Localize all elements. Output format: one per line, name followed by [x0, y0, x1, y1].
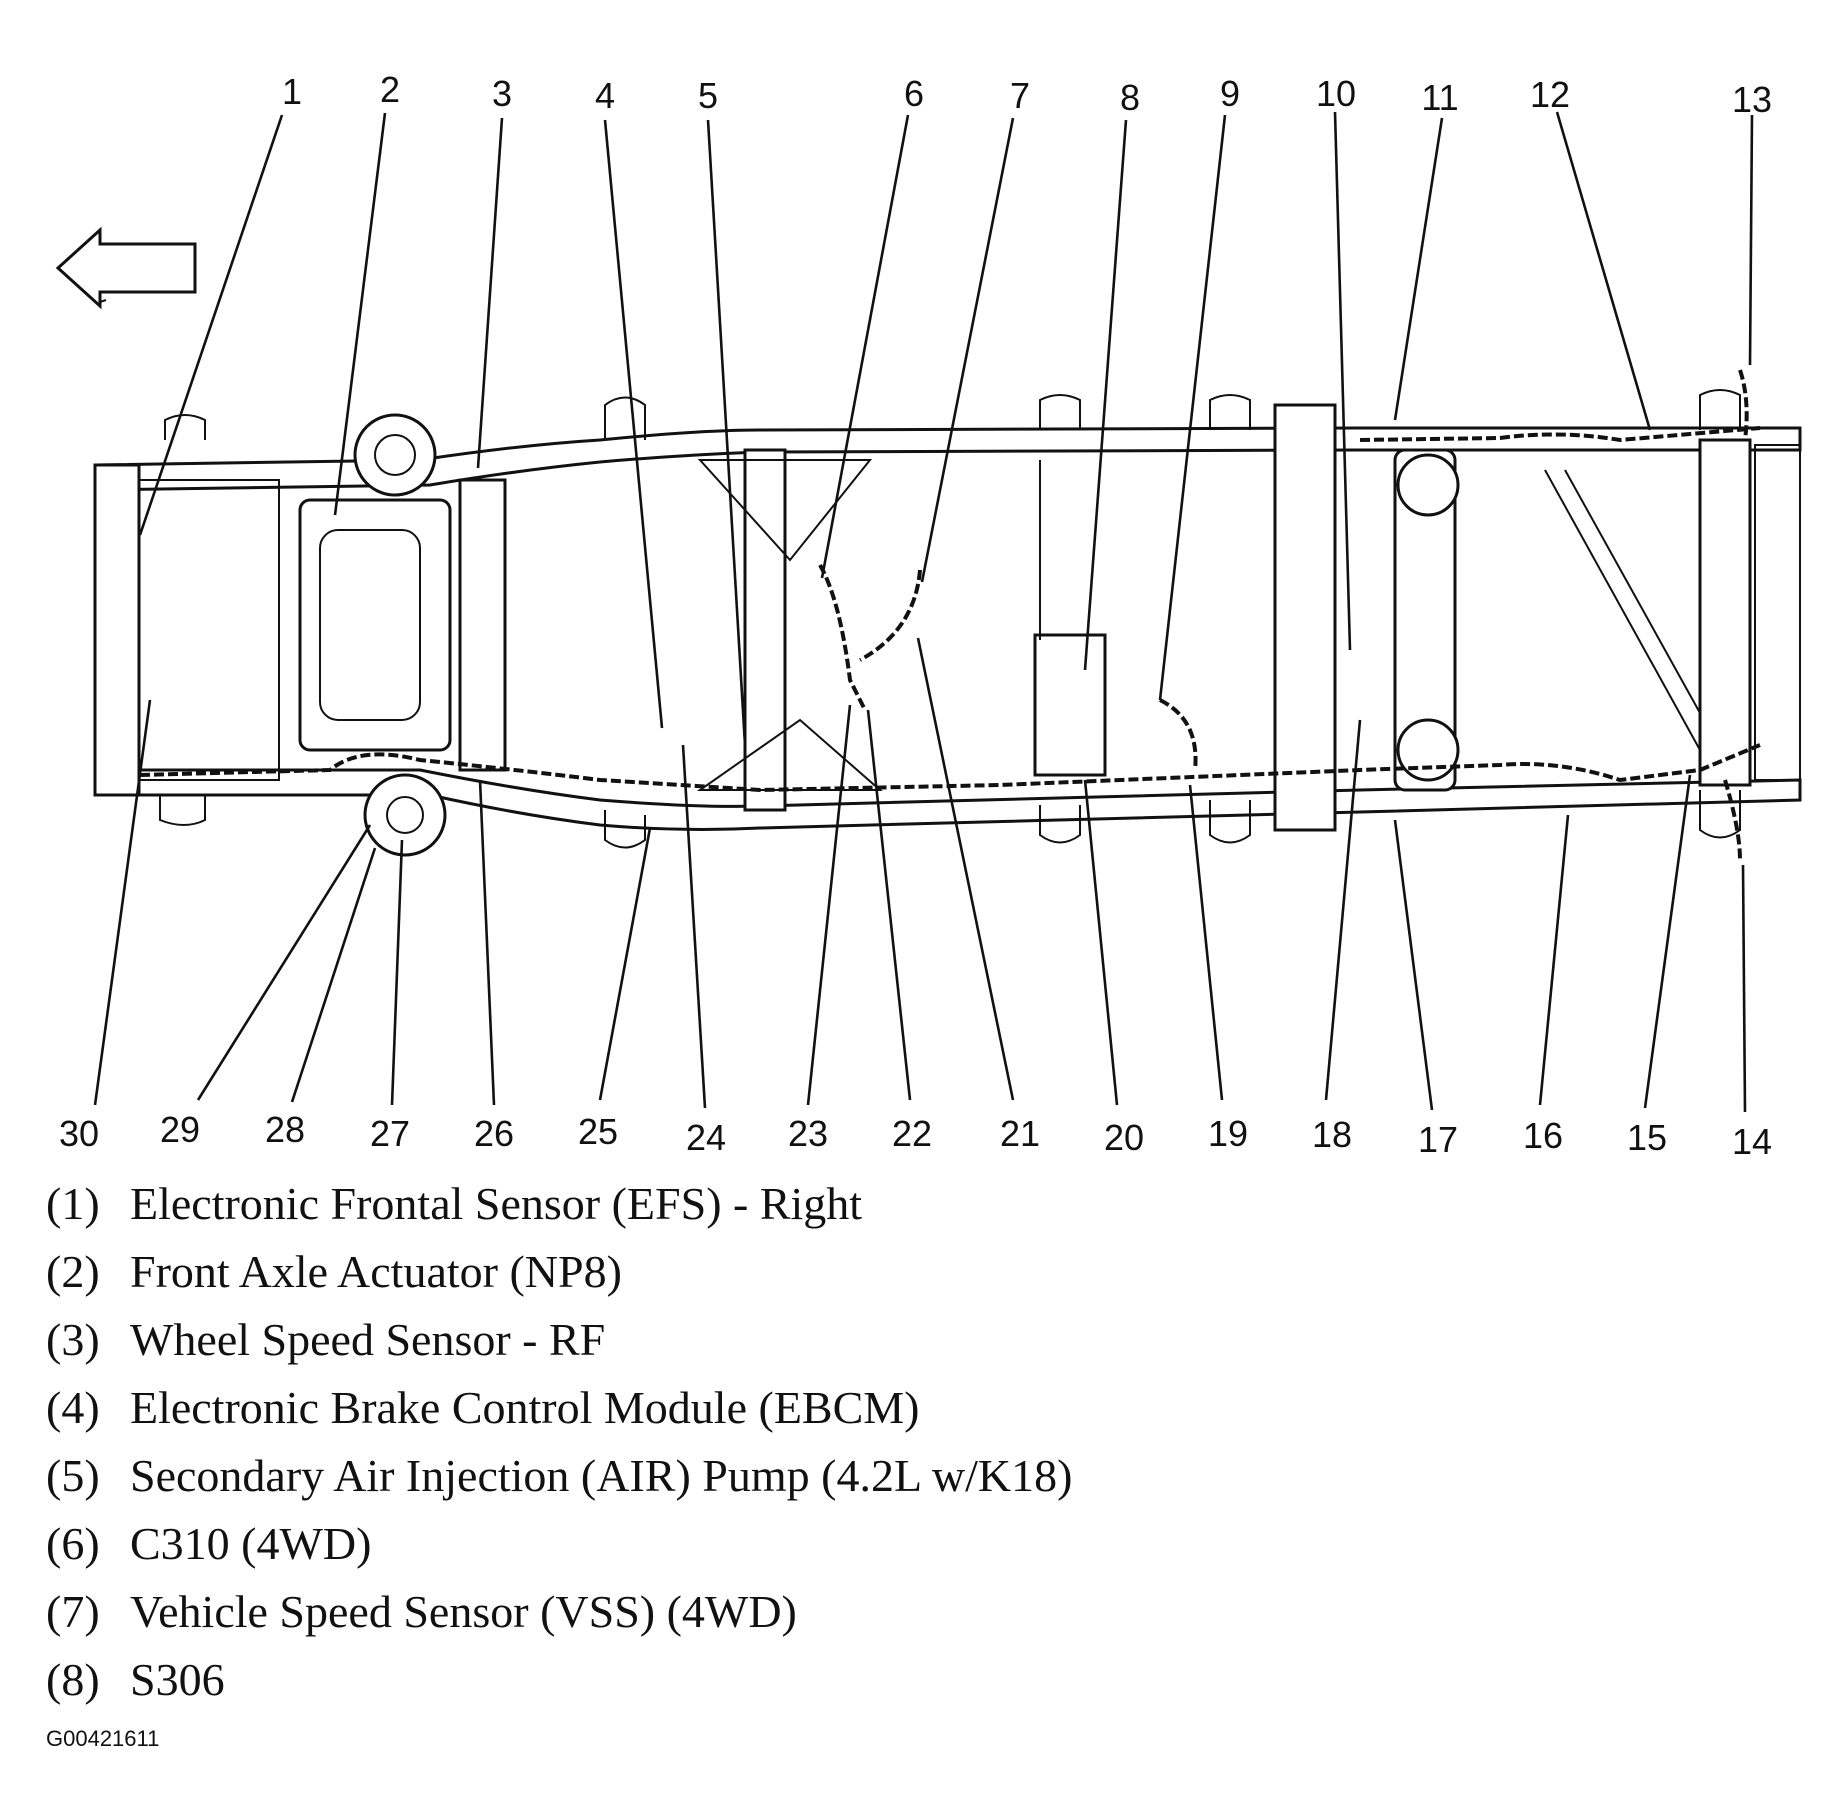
legend-number: (1): [46, 1178, 100, 1229]
legend-text: C310 (4WD): [130, 1518, 372, 1569]
legend-text: S306: [130, 1654, 225, 1705]
legend-text: Electronic Brake Control Module (EBCM): [130, 1382, 920, 1433]
callout-11: 11: [1421, 77, 1458, 118]
callout-24: 24: [686, 1117, 726, 1158]
callout-4: 4: [595, 75, 615, 116]
left-arrow-icon: [55, 226, 197, 310]
callout-20: 20: [1104, 1117, 1144, 1158]
legend-text: Secondary Air Injection (AIR) Pump (4.2L…: [130, 1450, 1073, 1501]
callout-27: 27: [370, 1113, 410, 1154]
bottom-callouts: 30 29 28 27 26 25 24 23 22 21 20 19 18 1…: [59, 1109, 1772, 1162]
callout-6: 6: [904, 73, 924, 114]
callout-10: 10: [1316, 73, 1356, 114]
legend-item: (3) Wheel Speed Sensor - RF: [46, 1306, 1072, 1374]
callout-16: 16: [1523, 1115, 1563, 1156]
callout-25: 25: [578, 1111, 618, 1152]
callout-5: 5: [698, 75, 718, 116]
legend-text: Wheel Speed Sensor - RF: [130, 1314, 606, 1365]
top-callouts: 1 2 3 4 5 6 7 8 9 10 11 12 13: [282, 69, 1772, 120]
legend-text: Front Axle Actuator (NP8): [130, 1246, 622, 1297]
callout-9: 9: [1220, 73, 1240, 114]
legend-number: (7): [46, 1586, 100, 1637]
callout-28: 28: [265, 1109, 305, 1150]
legend-number: (2): [46, 1246, 100, 1297]
legend-item: (8) S306: [46, 1646, 1072, 1714]
legend-number: (6): [46, 1518, 100, 1569]
callout-13: 13: [1732, 79, 1772, 120]
legend-text: Vehicle Speed Sensor (VSS) (4WD): [130, 1586, 797, 1637]
callout-22: 22: [892, 1113, 932, 1154]
callout-29: 29: [160, 1109, 200, 1150]
legend-number: (8): [46, 1654, 100, 1705]
legend-number: (4): [46, 1382, 100, 1433]
legend-item: (4) Electronic Brake Control Module (EBCM…: [46, 1374, 1072, 1442]
callout-3: 3: [492, 73, 512, 114]
figure-id: G00421611: [46, 1726, 160, 1751]
callout-21: 21: [1000, 1113, 1040, 1154]
legend-item: (6) C310 (4WD): [46, 1510, 1072, 1578]
callout-1: 1: [282, 71, 302, 112]
callout-19: 19: [1208, 1113, 1248, 1154]
bottom-leader-lines: [93, 637, 1747, 1113]
callout-17: 17: [1418, 1119, 1458, 1160]
callout-15: 15: [1627, 1117, 1667, 1158]
callout-7: 7: [1010, 75, 1030, 116]
wiring-harness: [139, 369, 1761, 861]
callout-2: 2: [380, 69, 400, 110]
callout-26: 26: [474, 1113, 514, 1154]
legend-item: (5) Secondary Air Injection (AIR) Pump (4…: [46, 1442, 1072, 1510]
top-leader-lines: [138, 111, 1754, 746]
component-legend: (1) Electronic Frontal Sensor (EFS) - Rig…: [46, 1170, 1072, 1714]
callout-18: 18: [1312, 1114, 1352, 1155]
legend-text: Electronic Frontal Sensor (EFS) - Right: [130, 1178, 863, 1229]
legend-number: (3): [46, 1314, 100, 1365]
legend-number: (5): [46, 1450, 100, 1501]
callout-12: 12: [1530, 74, 1570, 115]
legend-item: (1) Electronic Frontal Sensor (EFS) - Rig…: [46, 1170, 1072, 1238]
callout-30: 30: [59, 1113, 99, 1154]
legend-item: (2) Front Axle Actuator (NP8): [46, 1238, 1072, 1306]
callout-8: 8: [1120, 77, 1140, 118]
legend-item: (7) Vehicle Speed Sensor (VSS) (4WD): [46, 1578, 1072, 1646]
vehicle-frame: [93, 389, 1802, 857]
callout-23: 23: [788, 1113, 828, 1154]
callout-14: 14: [1732, 1121, 1772, 1162]
